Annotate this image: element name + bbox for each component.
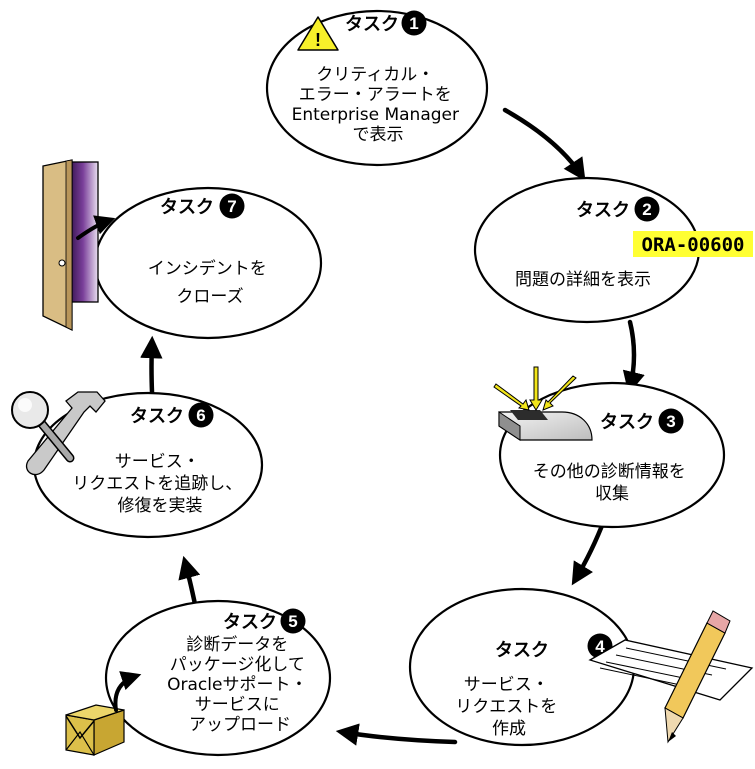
task1-line: クリティカル・: [316, 65, 434, 85]
door-arrow: [76, 215, 116, 240]
upload-package-icon: [65, 671, 142, 756]
wrench-icon: [25, 391, 106, 476]
task5-line: Oracleサポート・: [167, 675, 307, 695]
document-pencil-icon: [588, 610, 754, 744]
task4-title: タスク: [495, 640, 549, 661]
flow-arrow-2-to-3: [622, 319, 645, 395]
task6-text: サービス・ リクエストを追跡し、 修復を実装: [72, 452, 247, 516]
task5-title: タスク: [223, 612, 277, 633]
task6-number: 6: [196, 406, 205, 425]
task3-line: 収集: [595, 484, 629, 504]
task1-number: 1: [409, 14, 418, 33]
flow-arrow-4-to-5: [335, 723, 458, 746]
task5-line: アップロード: [189, 715, 291, 735]
task6-badge: [188, 402, 214, 428]
flow-arrow-6-to-7: [140, 335, 163, 395]
task4-number: 4: [595, 637, 605, 656]
task4-text: サービス・ リクエストを 作成: [455, 675, 562, 739]
task6-title: タスク: [130, 406, 184, 427]
task5-badge: [280, 608, 306, 634]
flow-arrow-1-to-2: [502, 107, 586, 182]
task1-header: タスク 1: [345, 10, 427, 36]
pencil-icon: [664, 610, 731, 744]
warning-symbol: !: [315, 30, 321, 50]
task7-badge: [219, 193, 245, 219]
closing-door-icon: [42, 159, 116, 332]
task2-header: タスク 2: [576, 196, 660, 222]
task7-number: 7: [227, 197, 236, 216]
task3-line: その他の診断情報を: [533, 462, 686, 482]
error-code-label: ORA-00600: [633, 231, 753, 257]
task6-line: リクエストを追跡し、: [72, 474, 242, 494]
task1-line: で表示: [353, 125, 404, 145]
task6-header: タスク 6: [130, 402, 214, 428]
task1-badge: [401, 10, 427, 36]
task1-title: タスク: [345, 14, 399, 35]
task5-line: 診断データを: [186, 634, 288, 655]
task5-line: サービスに: [195, 695, 280, 715]
task4-line: 作成: [492, 719, 526, 739]
task5-header: タスク 5: [223, 608, 306, 634]
task7-line: クローズ: [176, 287, 243, 307]
task7-line: インシデントを: [148, 258, 267, 279]
magnifier-wrench-icon: [11, 391, 106, 476]
upload-arrow: [113, 671, 142, 712]
task7-header: タスク 7: [160, 193, 245, 219]
task3-title: タスク: [600, 412, 654, 433]
task6-line: サービス・: [115, 452, 200, 472]
warning-triangle-icon: !: [297, 16, 339, 51]
task1-line: エラー・アラートを: [299, 85, 452, 105]
task1-line: Enterprise Manager: [292, 105, 459, 125]
task1-text: クリティカル・ エラー・アラートを Enterprise Manager で表示: [292, 65, 465, 145]
task7-text: インシデントを クローズ: [148, 258, 272, 307]
task2-number: 2: [642, 200, 651, 219]
task6-line: 修復を実装: [118, 496, 203, 516]
task3-badge: [658, 408, 684, 434]
task2-text: 問題の詳細を表示: [515, 270, 651, 290]
task3-text: その他の診断情報を 収集: [533, 462, 691, 504]
gather-diagnostics-icon: [493, 366, 593, 441]
task5-number: 5: [288, 612, 297, 631]
task3-header: タスク 3: [600, 408, 684, 434]
magnifier-icon: [11, 391, 75, 463]
task2-title: タスク: [576, 200, 630, 221]
error-code-text: ORA-00600: [642, 234, 745, 256]
task2-badge: [634, 196, 660, 222]
task4-line: リクエストを: [455, 697, 557, 717]
task5-ellipse: [104, 599, 332, 757]
task5-line: パッケージ化して: [170, 655, 305, 675]
task3-number: 3: [666, 412, 675, 431]
task7-title: タスク: [160, 197, 214, 218]
task5-text: 診断データを パッケージ化して Oracleサポート・ サービスに アップロード: [167, 634, 313, 735]
task4-line: サービス・: [464, 675, 549, 695]
